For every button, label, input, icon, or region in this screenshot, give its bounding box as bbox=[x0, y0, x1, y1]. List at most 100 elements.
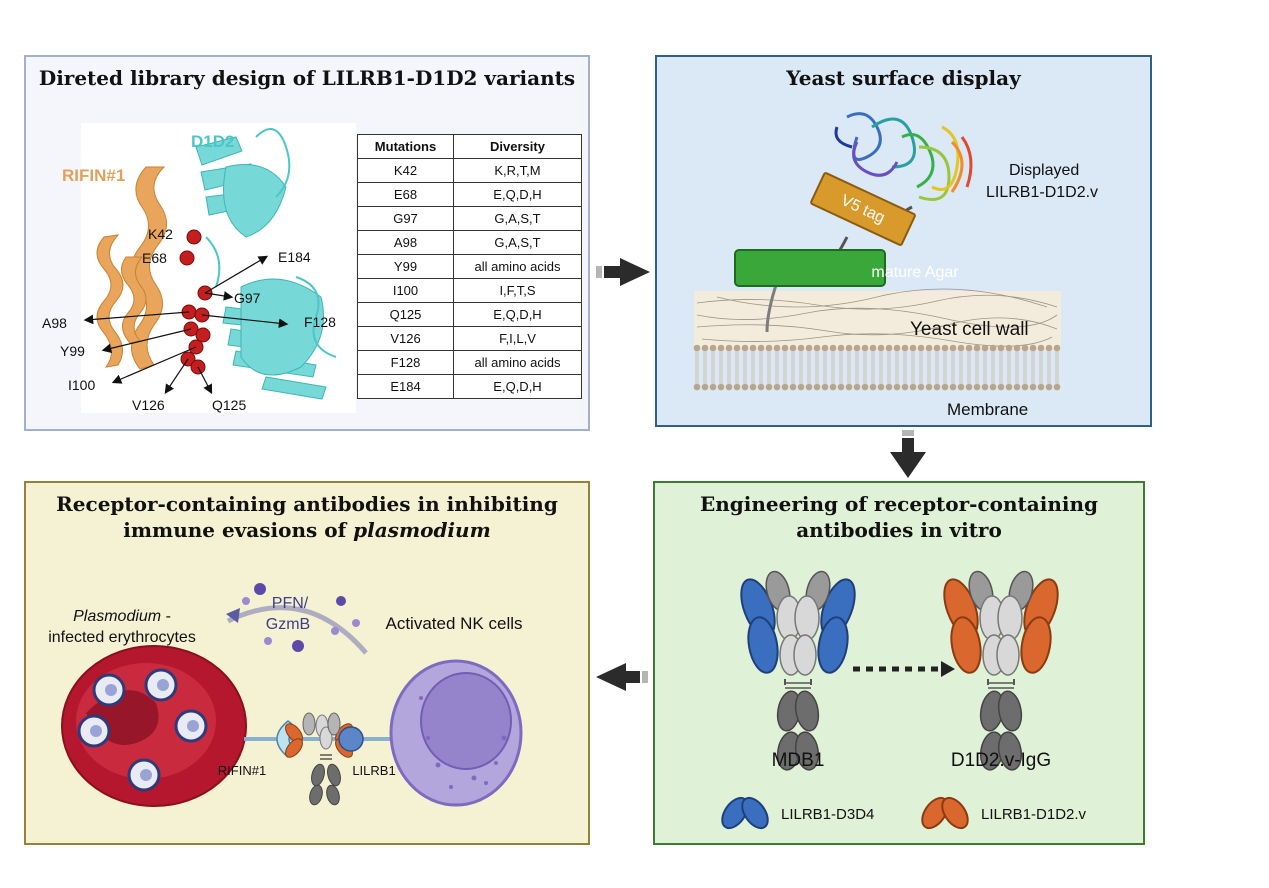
membrane-bead bbox=[821, 344, 829, 352]
mdb1-antibody bbox=[740, 570, 856, 771]
membrane-bead bbox=[973, 344, 981, 352]
erythrocyte-label-rest: - bbox=[161, 608, 171, 625]
membrane-bead bbox=[1021, 344, 1029, 352]
diversity-cell: I,F,T,S bbox=[453, 278, 582, 303]
diversity-cell: K,R,T,M bbox=[453, 158, 582, 183]
table-header-mutations: Mutations bbox=[357, 134, 454, 159]
arrow-left-icon bbox=[596, 663, 648, 691]
membrane-bead bbox=[1053, 383, 1061, 391]
engineering-title-line2: antibodies in vitro bbox=[796, 518, 1002, 542]
membrane-bead bbox=[725, 344, 733, 352]
antibody-diagram: MDB1 D1D2.v-IgG LILRB1-D3D4 LILRB1-D1D2.… bbox=[721, 570, 1087, 830]
cell-wall-label: Yeast cell wall bbox=[910, 319, 1029, 340]
displayed-label-line2: LILRB1-D1D2.v bbox=[986, 184, 1098, 201]
membrane-bead bbox=[797, 344, 805, 352]
d1d2-rifin-structure: D1D2 RIFIN#1 K42 E68 E184 G97 A98 F128 Y… bbox=[42, 123, 356, 413]
diversity-cell: E,Q,D,H bbox=[453, 302, 582, 327]
membrane-bead bbox=[909, 344, 917, 352]
membrane-bead bbox=[989, 344, 997, 352]
membrane-bead bbox=[869, 344, 877, 352]
membrane-label: Membrane bbox=[947, 400, 1028, 419]
d1d2v-igg-antibody bbox=[943, 570, 1059, 771]
d1d2v-igg-label: D1D2.v-IgG bbox=[951, 750, 1051, 771]
membrane-bead bbox=[717, 383, 725, 391]
erythrocyte-label-line1: Plasmodium - bbox=[73, 608, 171, 625]
membrane-bead bbox=[781, 383, 789, 391]
membrane-bead bbox=[861, 344, 869, 352]
membrane-bead bbox=[733, 344, 741, 352]
inhibition-title-line1: Receptor-containing antibodies in inhibi… bbox=[56, 492, 558, 516]
membrane-bead bbox=[989, 383, 997, 391]
membrane-bead bbox=[717, 344, 725, 352]
rifin-label: RIFIN#1 bbox=[62, 166, 125, 185]
membrane-bead bbox=[749, 383, 757, 391]
membrane-bead bbox=[1013, 383, 1021, 391]
membrane-bead bbox=[861, 383, 869, 391]
membrane-bead bbox=[773, 383, 781, 391]
membrane-bead bbox=[765, 383, 773, 391]
membrane-bead bbox=[693, 383, 701, 391]
residue-y99: Y99 bbox=[60, 343, 85, 359]
membrane-bead bbox=[933, 383, 941, 391]
lilrb1-diagram-label: LILRB1 bbox=[352, 763, 395, 778]
membrane-bead bbox=[933, 344, 941, 352]
rifin-diagram-label: RIFIN#1 bbox=[218, 763, 266, 778]
membrane-bead bbox=[805, 383, 813, 391]
residue-v126: V126 bbox=[132, 397, 165, 413]
mutation-cell: V126 bbox=[357, 326, 454, 351]
membrane-bead bbox=[965, 344, 973, 352]
membrane-bead bbox=[957, 383, 965, 391]
membrane-bead bbox=[941, 383, 949, 391]
membrane-bead bbox=[773, 344, 781, 352]
membrane-bead bbox=[813, 344, 821, 352]
legend-d1d2v-icon bbox=[921, 796, 969, 830]
library-design-title: Direted library design of LILRB1-D1D2 va… bbox=[38, 66, 576, 90]
membrane-bead bbox=[997, 383, 1005, 391]
membrane-bead bbox=[757, 383, 765, 391]
membrane-bead bbox=[885, 344, 893, 352]
yeast-display-panel: Yeast surface display bbox=[655, 55, 1152, 427]
membrane-bead bbox=[749, 344, 757, 352]
residue-e68: E68 bbox=[142, 250, 167, 266]
membrane-bead bbox=[837, 344, 845, 352]
membrane-bead bbox=[757, 344, 765, 352]
membrane-bead bbox=[1005, 383, 1013, 391]
membrane-bead bbox=[877, 383, 885, 391]
library-design-panel: Direted library design of LILRB1-D1D2 va… bbox=[24, 55, 590, 431]
erythrocyte-label-italic: Plasmodium bbox=[73, 608, 161, 625]
mature-agar-label: mature Agar bbox=[871, 264, 959, 281]
table-header-row: Mutations Diversity bbox=[357, 134, 582, 159]
membrane-bead bbox=[709, 383, 717, 391]
membrane-bead bbox=[765, 344, 773, 352]
displayed-label-line1: Displayed bbox=[1009, 162, 1079, 179]
receptor-antibody-icon bbox=[285, 712, 353, 806]
residue-f128: F128 bbox=[304, 314, 336, 330]
diversity-cell: E,Q,D,H bbox=[453, 182, 582, 207]
diversity-cell: F,I,L,V bbox=[453, 326, 582, 351]
membrane-bead bbox=[885, 383, 893, 391]
membrane-bead bbox=[829, 383, 837, 391]
residue-a98: A98 bbox=[42, 315, 67, 331]
inhibition-title-prefix: immune evasions of bbox=[123, 518, 354, 542]
mutation-cell: Q125 bbox=[357, 302, 454, 327]
membrane-bead bbox=[789, 383, 797, 391]
membrane-bead bbox=[981, 383, 989, 391]
membrane-bead bbox=[1005, 344, 1013, 352]
membrane-bead bbox=[1021, 383, 1029, 391]
membrane-bead bbox=[1053, 344, 1061, 352]
residue-i100: I100 bbox=[68, 377, 95, 393]
membrane-bead bbox=[949, 344, 957, 352]
membrane-bead bbox=[941, 344, 949, 352]
membrane-bead bbox=[829, 344, 837, 352]
lilrb1-icon bbox=[338, 726, 364, 752]
membrane-bead bbox=[957, 344, 965, 352]
membrane-bead bbox=[1045, 383, 1053, 391]
